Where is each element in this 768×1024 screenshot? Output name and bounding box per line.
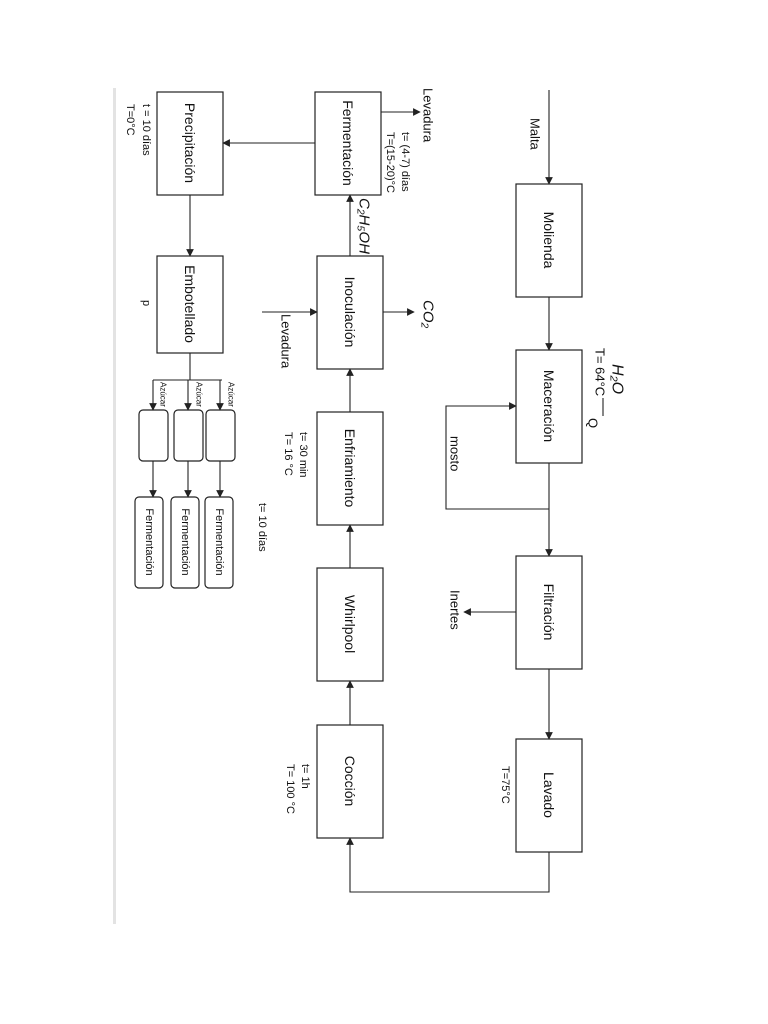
enfriamiento-temperatura: T= 16 °C	[282, 432, 294, 476]
malta-label: Malta	[528, 118, 543, 151]
azucar-box-2	[173, 409, 204, 462]
fermentacion-botella-box-3	[134, 496, 164, 589]
mosto-label: mosto	[448, 436, 463, 471]
q-label: Q	[586, 418, 601, 428]
precipitacion-temperatura: T=0°C	[124, 104, 136, 136]
coccion-temperatura: T= 100 °C	[284, 764, 296, 814]
levadura-fermentacion-label: Levadura	[421, 88, 436, 143]
inertes-label: Inertes	[448, 590, 463, 630]
etanol-label: C₂H₅OH	[356, 198, 373, 254]
precipitacion-box	[156, 91, 224, 196]
maceracion-label: Maceración	[541, 370, 557, 442]
coccion-label: Cocción	[342, 756, 358, 807]
lavado-temperatura: T=75°C	[499, 766, 511, 804]
embotellado-label: Embotellado	[182, 265, 198, 343]
embotellado-presion: p	[140, 300, 152, 306]
whirlpool-label: Whirlpool	[342, 595, 358, 653]
lavado-label: Lavado	[541, 772, 557, 818]
fermentacion-box	[314, 91, 382, 196]
azucar-label-1: Azúcar	[227, 382, 236, 407]
precipitacion-label: Precipitación	[182, 103, 198, 183]
precipitacion-tiempo: t = 10 días	[140, 104, 152, 156]
page-edge	[113, 88, 116, 924]
filtracion-label: Filtración	[541, 584, 557, 641]
azucar-label-2: Azúcar	[195, 382, 204, 407]
fermentacion-tiempo: t= (4-7) días	[399, 132, 411, 192]
coccion-tiempo: t= 1h	[299, 764, 311, 789]
maceracion-box	[515, 349, 583, 464]
azucar-box-3	[138, 409, 169, 462]
inoculacion-label: Inoculación	[342, 277, 358, 348]
lavado-to-coccion	[346, 837, 550, 893]
botella-tiempo: t= 10 días	[256, 503, 268, 552]
enfriamiento-label: Enfriamiento	[342, 429, 358, 508]
fermentacion-botella-label-2: Fermentación	[179, 508, 191, 575]
filtracion-box	[515, 555, 583, 670]
azucar-box-1	[205, 409, 236, 462]
co2-label: CO₂	[420, 300, 437, 329]
h2o-label: H₂O	[609, 364, 626, 394]
enfriamiento-tiempo: t= 30 min	[297, 432, 309, 478]
levadura-inoculacion-label: Levadura	[279, 314, 294, 369]
maceracion-temperatura: T= 64°C	[593, 348, 608, 396]
fermentacion-botella-label-3: Fermentación	[143, 508, 155, 575]
fermentacion-label: Fermentación	[340, 100, 356, 186]
mosto-recycle	[445, 402, 549, 510]
fermentacion-temperatura: T=(15-20)°C	[384, 132, 396, 193]
azucar-label-3: Azúcar	[159, 382, 168, 407]
embotellado-box	[156, 255, 224, 354]
molienda-label: Molienda	[541, 212, 557, 269]
inoculacion-box	[316, 255, 384, 370]
fermentacion-botella-label-1: Fermentación	[213, 508, 225, 575]
